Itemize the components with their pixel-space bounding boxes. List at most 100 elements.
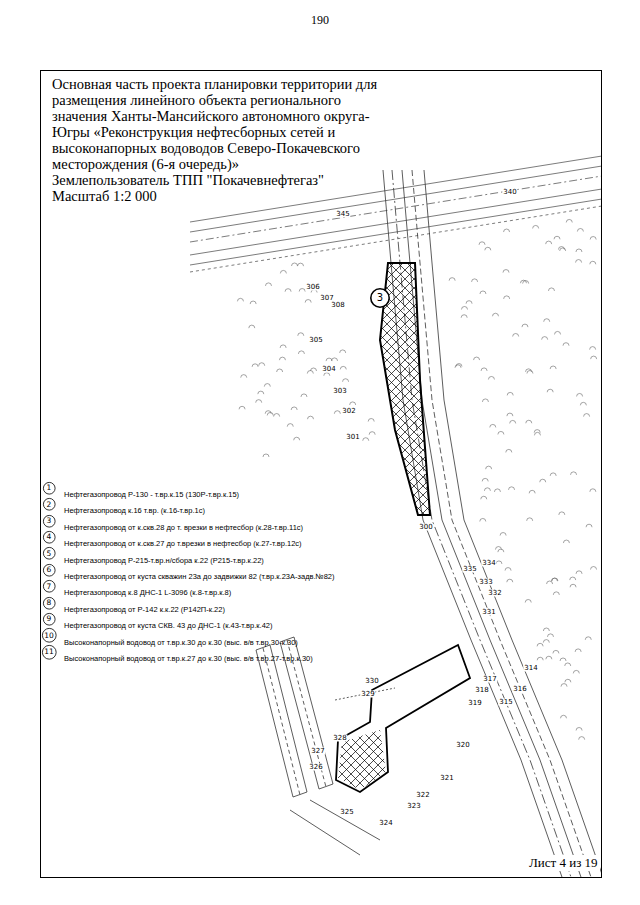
tree-symbol (585, 637, 591, 640)
legend-number-circle: 10 (42, 628, 57, 643)
tree-symbol (546, 656, 552, 659)
tree-symbol (498, 549, 504, 552)
tree-symbol (523, 281, 529, 284)
circle-number: 11 (44, 648, 54, 656)
tree-symbol (591, 356, 597, 359)
tree-symbol (263, 454, 269, 457)
point-number: 332 (487, 590, 502, 597)
tree-symbol (534, 432, 540, 435)
tree-symbol (577, 229, 583, 232)
tree-symbol (343, 379, 349, 382)
point-number: 321 (439, 775, 454, 782)
legend-entry: Нефтегазопровод от к.скв.28 до т. врезки… (64, 516, 303, 534)
tree-symbol (507, 413, 513, 416)
legend-text: Нефтегазопровод к.16 т.вр. (к.16-т.вр.1с… (64, 506, 205, 515)
tree-symbol (507, 392, 513, 395)
circle-number: 8 (47, 599, 52, 607)
tree-symbol (466, 301, 472, 304)
callout-circle: 3 (370, 288, 390, 308)
legend-number-circle: 6 (43, 564, 56, 577)
tree-symbol (590, 237, 596, 240)
legend-text: Нефтегазопровод к.8 ДНС-1 L-3096 (к.8-т.… (64, 588, 231, 597)
tree-symbol (340, 350, 346, 353)
tree-symbol (298, 333, 304, 336)
tree-symbol (237, 298, 243, 301)
circle-number: 5 (47, 550, 52, 558)
tree-symbol (543, 628, 549, 631)
tree-symbol (590, 347, 596, 350)
tree-symbol (287, 424, 293, 427)
tree-symbol (576, 260, 582, 263)
tree-symbol (279, 357, 285, 360)
tree-symbol (576, 727, 582, 730)
circle-shape (43, 548, 55, 560)
plot-boundary (336, 645, 470, 792)
legend-text: Нефтегазопровод от к.скв.28 до т. врезки… (64, 523, 303, 532)
point-number: 322 (415, 792, 430, 799)
tree-symbol (265, 411, 271, 414)
tree-symbol (259, 363, 265, 366)
point-number: 335 (462, 566, 477, 573)
tree-symbol (550, 366, 556, 369)
point-number: 328 (332, 735, 347, 742)
circle-shape (371, 289, 389, 307)
point-number: 331 (481, 609, 496, 616)
point-number: 306 (305, 284, 320, 291)
tree-symbol (505, 568, 511, 571)
corridor-line (424, 170, 601, 877)
tree-symbol (340, 366, 346, 369)
legend-text: Высоконапорный водовод от т.вр.к.30 до к… (64, 638, 298, 647)
tree-symbol (553, 650, 559, 653)
tree-symbol (504, 229, 510, 232)
tree-symbol (498, 431, 504, 434)
tree-symbol (249, 325, 255, 328)
tree-symbol (563, 540, 569, 543)
point-number: 323 (406, 803, 421, 810)
point-number: 318 (474, 687, 489, 694)
tree-symbol (525, 599, 531, 602)
tree-symbol (299, 289, 305, 292)
tree-symbol (527, 518, 533, 521)
tree-symbol (522, 324, 528, 327)
tree-symbol (579, 737, 585, 740)
tree-symbol (580, 402, 586, 405)
tree-symbol (573, 670, 579, 673)
tree-symbol (576, 571, 582, 574)
circle-number: 9 (47, 615, 52, 623)
tree-symbol (513, 334, 519, 337)
legend-text: Нефтегазопровод Р-130 - т.вр.к.15 (130Р-… (64, 490, 239, 499)
tree-symbol (292, 263, 298, 266)
point-number: 330 (364, 678, 379, 685)
legend-text: Нефтегазопровод от куста скважин 23а до … (64, 572, 334, 581)
legend-entry: Нефтегазопровод Р-215-т.вр.н/сбора к.22 … (64, 549, 264, 567)
tree-symbol (256, 400, 262, 403)
legend-text: Высоконапорный водовод от т.вр.к.27 до к… (64, 654, 313, 663)
tree-symbol (368, 419, 374, 422)
legend-entry: Нефтегазопровод к.16 т.вр. (к.16-т.вр.1с… (64, 499, 205, 517)
tree-symbol (555, 331, 561, 334)
point-number: 345 (335, 211, 350, 218)
tree-symbol (546, 241, 552, 244)
point-number: 329 (360, 691, 375, 698)
tree-symbol (537, 657, 543, 660)
tree-symbol (554, 236, 560, 239)
point-number: 326 (308, 764, 323, 771)
tree-symbol (480, 518, 486, 521)
tree-symbol (486, 466, 492, 469)
legend-entry: Нефтегазопровод от куста СКВ. 43 до ДНС-… (64, 614, 273, 632)
tree-symbol (334, 411, 340, 414)
tree-symbol (496, 561, 502, 564)
tree-symbol (265, 283, 271, 286)
fence-line (335, 688, 395, 700)
tree-symbol (485, 247, 491, 250)
tree-symbol (472, 279, 478, 282)
tree-symbol (561, 684, 567, 687)
tree-symbol (449, 278, 455, 281)
page-number: 190 (311, 13, 329, 28)
tree-symbol (527, 371, 533, 374)
point-number: 304 (321, 366, 336, 373)
legend-number-circle: 9 (43, 613, 56, 626)
legend-entry: Нефтегазопровод от к.скв.27 до т.врезки … (64, 532, 302, 550)
circle-number: 2 (47, 501, 52, 509)
tree-symbol (326, 358, 332, 361)
